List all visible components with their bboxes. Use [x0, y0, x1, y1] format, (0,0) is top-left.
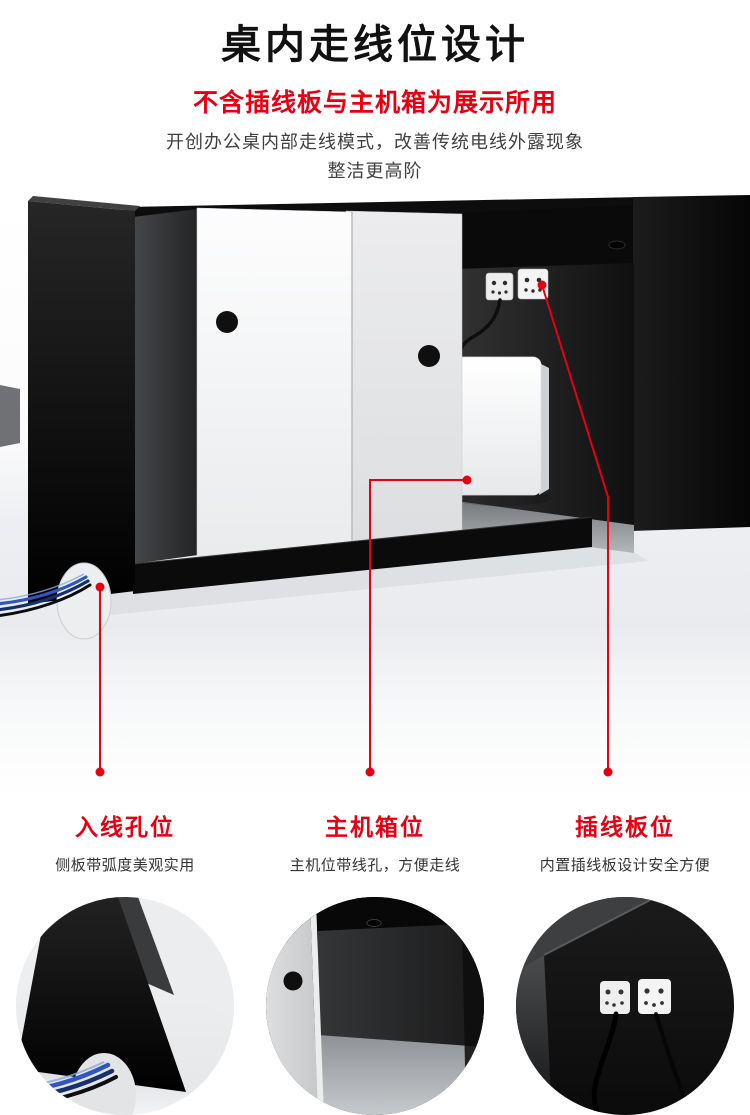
wire-hole: [608, 240, 626, 250]
sliding-door-left: [196, 207, 353, 557]
inlet-closeup-svg: [16, 897, 234, 1115]
callout-dot-socket-bottom: [603, 767, 613, 777]
desk-hero-illustration: [0, 195, 750, 795]
callout-annotations: [99, 284, 609, 772]
feature-desc: 侧板带弧度美观实用: [55, 857, 195, 874]
top-wire-hole: [366, 919, 382, 927]
feature-photo-socket: [516, 897, 734, 1115]
desk-structure: [0, 195, 750, 640]
feature-pc-compartment: 主机箱位 主机位带线孔，方便走线: [250, 802, 500, 1115]
callout-dot-inlet-bottom: [95, 767, 105, 777]
callout-dots: [95, 280, 613, 777]
left-side-panel: [28, 201, 135, 604]
compartment-closeup-svg: [266, 897, 484, 1115]
desk-illustration-svg: [0, 195, 750, 795]
feature-title: 插线板位: [575, 814, 675, 840]
gap-shadow: [114, 897, 174, 995]
description-line-1: 开创办公桌内部走线模式，改善传统电线外露现象: [166, 132, 584, 152]
pc-box-side: [539, 363, 549, 495]
power-cable-left: [591, 1011, 619, 1115]
finger-hole: [283, 971, 303, 991]
base-plinth: [133, 517, 592, 594]
sliding-door-right: [345, 210, 463, 547]
callout-line-pc: [369, 479, 467, 772]
callout-dot-pc-bottom: [365, 767, 375, 777]
power-sockets: [600, 979, 671, 1014]
power-sockets: [485, 268, 549, 301]
feature-socket-board: 插线板位 内置插线板设计安全方便: [500, 802, 750, 1115]
feature-photo-inlet: [16, 897, 234, 1115]
socket-closeup-svg: [516, 897, 734, 1115]
cable-black: [0, 583, 92, 617]
open-gap-interior: [133, 209, 198, 564]
feature-photo-pc: [266, 897, 484, 1115]
header: 桌内走线位设计 不含插线板与主机箱为展示所用 开创办公桌内部走线模式，改善传统电…: [0, 0, 750, 185]
callout-dot-socket-top: [537, 280, 547, 290]
callout-dot-inlet-top: [95, 582, 105, 592]
cable-blue: [0, 575, 88, 606]
cable-bundle: [0, 573, 92, 617]
background-object: [0, 385, 20, 447]
power-socket-left: [600, 981, 630, 1014]
power-socket-right: [638, 979, 671, 1014]
finger-hole-left: [216, 311, 238, 333]
door-edge-highlight: [310, 901, 324, 1115]
door-panel: [266, 897, 318, 1115]
feature-desc: 主机位带线孔，方便走线: [289, 857, 461, 874]
right-side-panel: [633, 195, 750, 531]
feature-inlet-hole: 入线孔位 侧板带弧度美观实用: [0, 802, 250, 1115]
side-panel: [16, 897, 186, 1092]
feature-title: 入线孔位: [75, 814, 175, 840]
back-wall: [318, 923, 484, 1047]
power-socket-left: [485, 272, 514, 301]
page-subtitle: 不含插线板与主机箱为展示所用: [192, 89, 557, 117]
cable-navy: [0, 579, 90, 612]
description-line-2: 整洁更高阶: [327, 161, 423, 181]
compartment-header: [456, 205, 640, 275]
feature-title: 主机箱位: [325, 814, 425, 840]
page-title: 桌内走线位设计: [221, 23, 529, 67]
finger-hole-right: [418, 345, 440, 367]
feature-columns: 入线孔位 侧板带弧度美观实用: [0, 802, 750, 1115]
callout-line-socket: [541, 284, 609, 772]
feature-desc: 内置插线板设计安全方便: [539, 857, 711, 874]
left-panel-top-edge: [28, 196, 140, 211]
floor-shadow: [50, 537, 648, 619]
callout-dot-pc-top: [462, 475, 472, 485]
right-edge-shadow: [462, 919, 484, 1115]
pc-box: [453, 356, 542, 496]
